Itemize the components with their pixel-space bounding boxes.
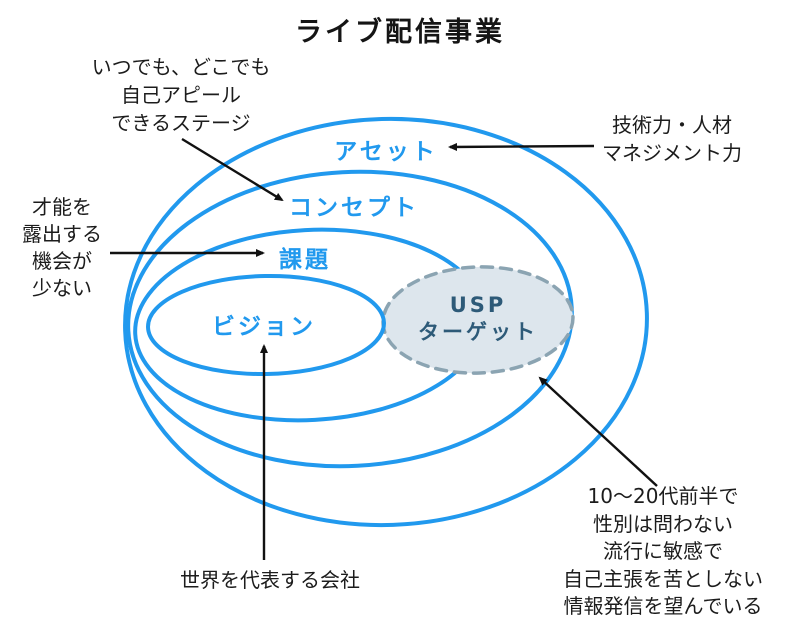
annotation-stage: いつでも、どこでも 自己アピール できるステージ [92, 53, 271, 137]
annotation-talent-line3: 機会が [32, 249, 92, 273]
annotation-tech: 技術力・人材 マネジメント力 [602, 111, 742, 167]
arrow-tech-to-asset [448, 142, 595, 151]
layer-label-kadai: 課題 [279, 247, 331, 273]
annotation-audience-line1: 10〜20代前半で [587, 484, 739, 508]
annotation-audience-line5: 情報発信を望んでいる [563, 594, 763, 618]
usp-label-line1: USP [449, 293, 507, 317]
usp-target-label: USP ターゲット [418, 292, 538, 346]
annotation-world: 世界を代表する会社 [180, 566, 360, 594]
ellipse-vision [146, 273, 386, 377]
diagram-title: ライブ配信事業 [295, 17, 505, 48]
annotation-talent-line4: 少ない [32, 276, 92, 300]
usp-label-line2: ターゲット [418, 320, 538, 344]
arrow-stage-to-concept [181, 137, 284, 202]
arrow-audience-to-usp [538, 376, 658, 487]
annotation-audience-line4: 自己主張を苦としない [563, 566, 763, 591]
annotation-talent: 才能を 露出する 機会が 少ない [22, 194, 102, 302]
annotation-talent-line2: 露出する [22, 222, 102, 246]
annotation-stage-line1: いつでも、どこでも [91, 55, 271, 79]
annotation-world-line1: 世界を代表する会社 [180, 568, 360, 592]
annotation-stage-line2: 自己アピール [121, 83, 241, 107]
annotation-audience-line3: 流行に敏感で [603, 539, 723, 563]
annotation-tech-line2: マネジメント力 [602, 141, 742, 165]
layer-label-asset: アセット [334, 139, 438, 165]
annotation-tech-line1: 技術力・人材 [612, 113, 732, 137]
layer-label-vision: ビジョン [212, 314, 316, 340]
annotation-talent-line1: 才能を [32, 195, 92, 219]
annotation-audience: 10〜20代前半で 性別は問わない 流行に敏感で 自己主張を苦としない 情報発信… [563, 483, 763, 621]
annotation-stage-line3: できるステージ [111, 111, 251, 135]
layer-label-concept: コンセプト [289, 195, 419, 221]
ellipse-asset [123, 116, 649, 528]
annotation-audience-line2: 性別は問わない [593, 511, 733, 536]
